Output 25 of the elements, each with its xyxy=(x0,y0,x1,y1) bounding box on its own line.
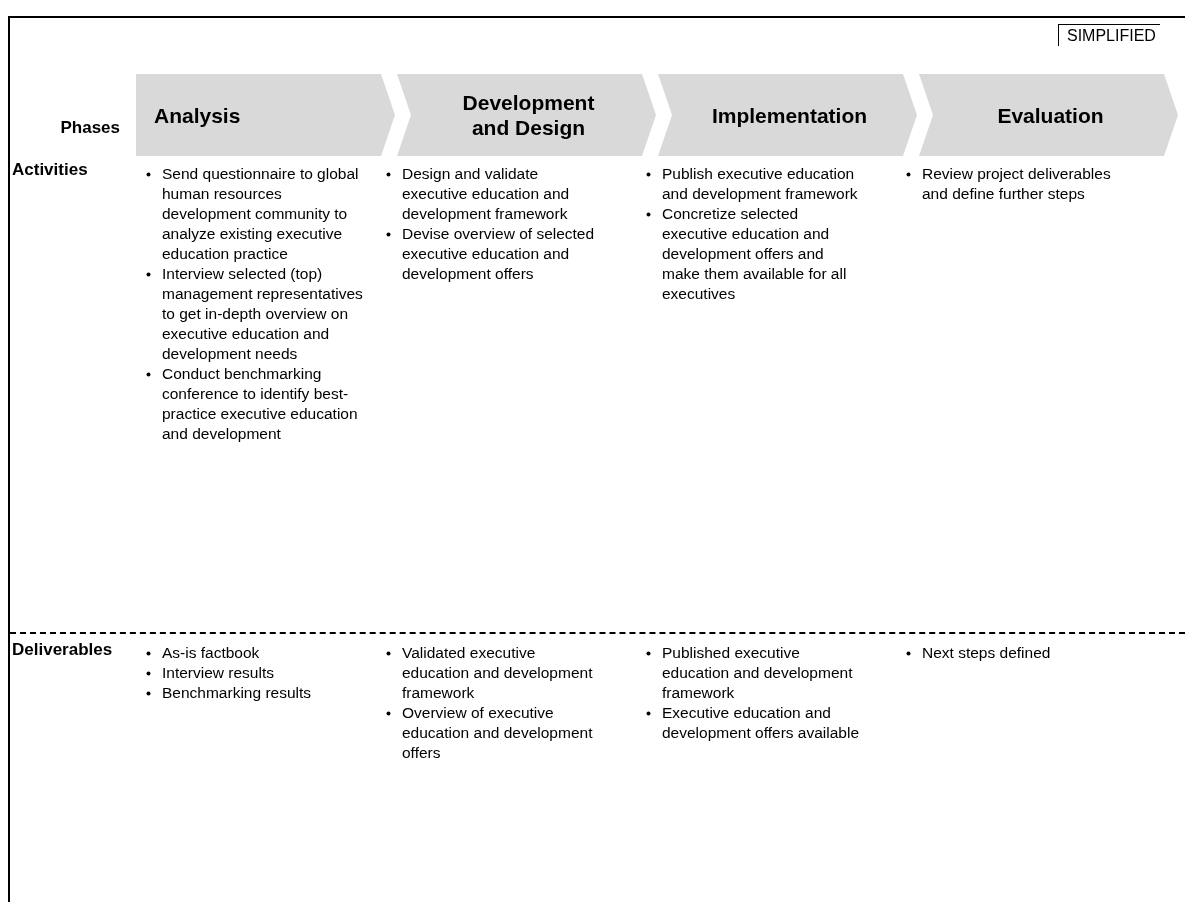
phase-title: Evaluation xyxy=(997,102,1104,128)
phase-title: Implementation xyxy=(711,102,868,128)
bullet-text: Benchmarking results xyxy=(162,684,312,701)
bullet-text: Published executive education and development framework xyxy=(662,644,853,701)
row-label: Deliverables xyxy=(12,640,114,660)
bullet-text: Interview results xyxy=(162,664,274,681)
bullet-text: Executive education and development offers available xyxy=(662,704,860,741)
row-label: Activities xyxy=(12,160,88,180)
bullet-text: Publish executive education and development framework xyxy=(662,165,858,202)
bullet-text: Send questionnaire to global human resources development community to analyze existing executive education practice xyxy=(162,165,359,262)
bullet-text: Next steps defined xyxy=(922,644,1051,661)
bullet-text: As-is factbook xyxy=(162,644,260,661)
stamp-label: SIMPLIFIED xyxy=(1058,24,1160,46)
phase-title: Development and Design xyxy=(461,90,596,140)
bullet-text: Validated executive education and development framework xyxy=(402,644,593,701)
bullet-text: Devise overview of selected executive education and development offers xyxy=(402,225,595,282)
bullet-text: Interview selected (top) management representatives to get in-depth overview on executive education and development needs xyxy=(162,265,363,362)
phase-banner xyxy=(136,74,395,156)
phase-title: Analysis xyxy=(154,102,241,128)
bullet-text: Design and validate executive education and development framework xyxy=(402,165,570,222)
row-label: Phases xyxy=(59,118,120,138)
bullet-text: Conduct benchmarking conference to identify best-practice executive education and development xyxy=(162,365,358,442)
bullet-text: Review project deliverables and define further steps xyxy=(922,165,1111,202)
bullet-text: Concretize selected executive education and development offers and make them available for all executives xyxy=(662,205,847,302)
bullet-text: Overview of executive education and development offers xyxy=(402,704,593,761)
